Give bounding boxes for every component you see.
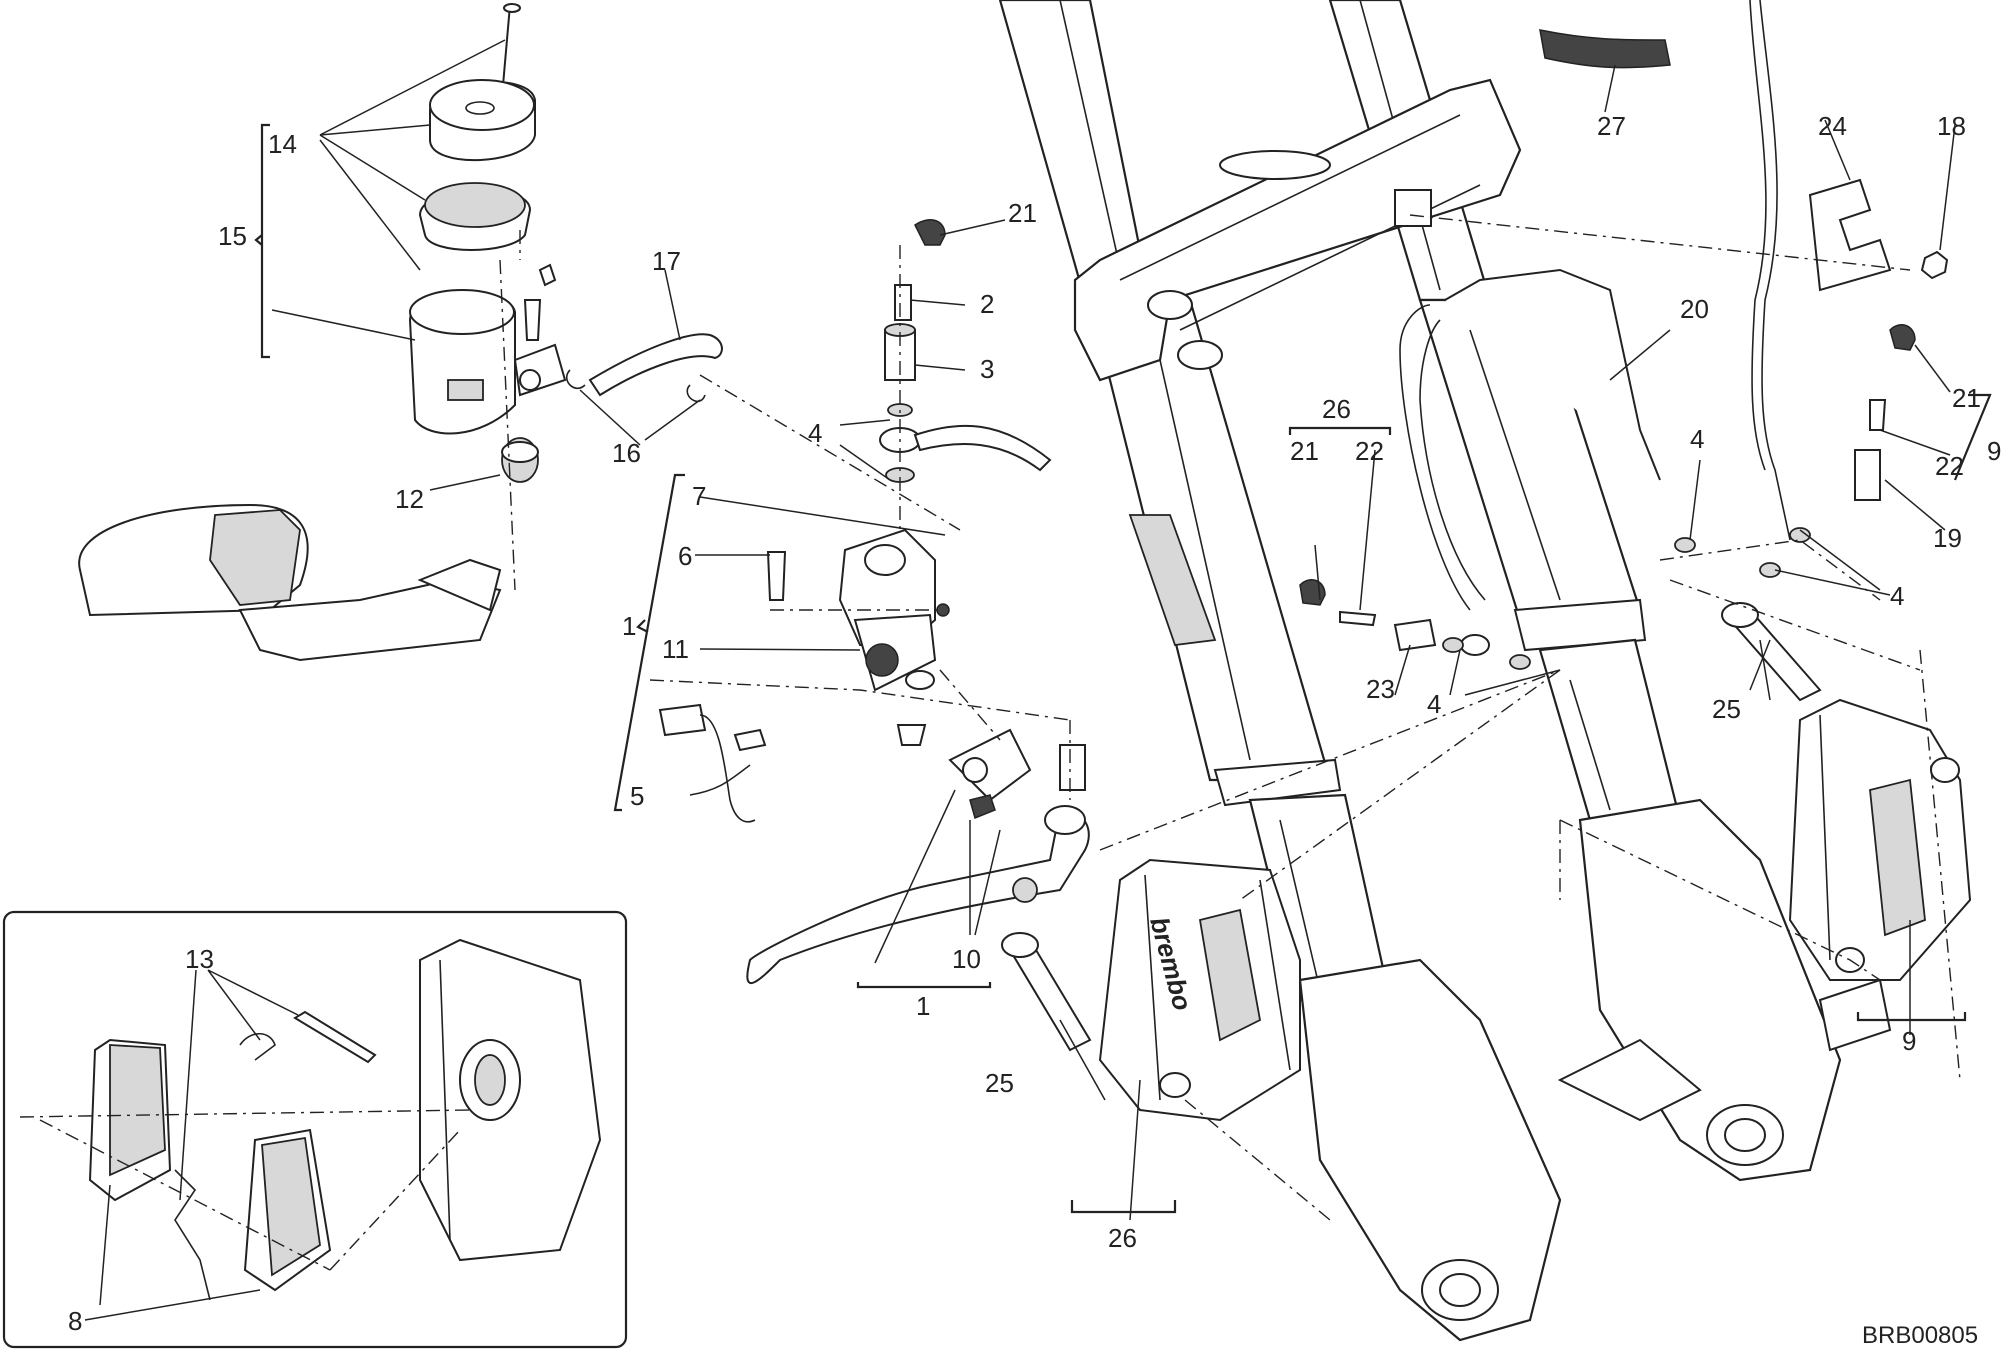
callout-19: 19 [1933,523,1962,553]
brake-hose [1299,0,1949,670]
callout-27: 27 [1597,111,1626,141]
callout-4-right-top: 4 [1690,424,1704,454]
callout-10: 10 [952,944,981,974]
callout-26-top: 26 [1322,394,1351,424]
callout-4-master: 4 [808,418,822,448]
callout-3: 3 [980,354,994,384]
callout-5: 5 [630,781,644,811]
callout-7: 7 [692,481,706,511]
callout-15: 15 [218,221,247,251]
callout-12: 12 [395,484,424,514]
callout-24: 24 [1818,111,1847,141]
callout-18: 18 [1937,111,1966,141]
callout-1-upper: 1 [622,611,636,641]
callout-8: 8 [68,1306,82,1336]
assembly-lines [19,214,1961,1271]
brake-fluid-reservoir [408,3,567,483]
right-brake-caliper [1788,698,1972,981]
callout-4-right-bottom: 4 [1890,581,1904,611]
callout-20: 20 [1680,294,1709,324]
callout-labels: 14 15 17 16 12 21 2 3 4 7 6 1 11 5 10 1 … [68,111,2001,1336]
callout-17: 17 [652,246,681,276]
callout-9-bottom: 9 [1902,1026,1916,1056]
callout-22-right: 22 [1935,451,1964,481]
callout-11: 11 [662,634,689,664]
group-brackets [254,123,1992,1214]
callout-9-right: 9 [1987,436,2001,466]
drawing-code: BRB00805 [1862,1322,1978,1349]
callout-13: 13 [185,944,214,974]
handlebar-mirror-mount [78,503,502,662]
callout-21-mid: 21 [1290,436,1319,466]
left-brake-caliper: brembo [1098,858,1301,1122]
brake-master-cylinder [658,219,1090,985]
callout-14: 14 [268,129,297,159]
callout-25-left: 25 [985,1068,1014,1098]
callout-23: 23 [1366,674,1395,704]
callout-22-mid: 22 [1355,436,1384,466]
callout-21-right: 21 [1952,383,1981,413]
callout-25-right: 25 [1712,694,1741,724]
leader-lines [84,39,1956,1321]
brake-pad-inset [2,910,628,1349]
caliper-bolt-left [1001,932,1092,1052]
caliper-bolt-right [1721,602,1822,702]
callout-26-bottom: 26 [1108,1223,1137,1253]
reservoir-hose [565,333,723,402]
callout-6: 6 [678,541,692,571]
callout-16: 16 [612,438,641,468]
front-fork-assembly [998,0,1892,1342]
callout-21-top: 21 [1008,198,1037,228]
callout-2: 2 [980,289,994,319]
callout-1-lower: 1 [916,991,930,1021]
callout-4-fork: 4 [1427,689,1441,719]
